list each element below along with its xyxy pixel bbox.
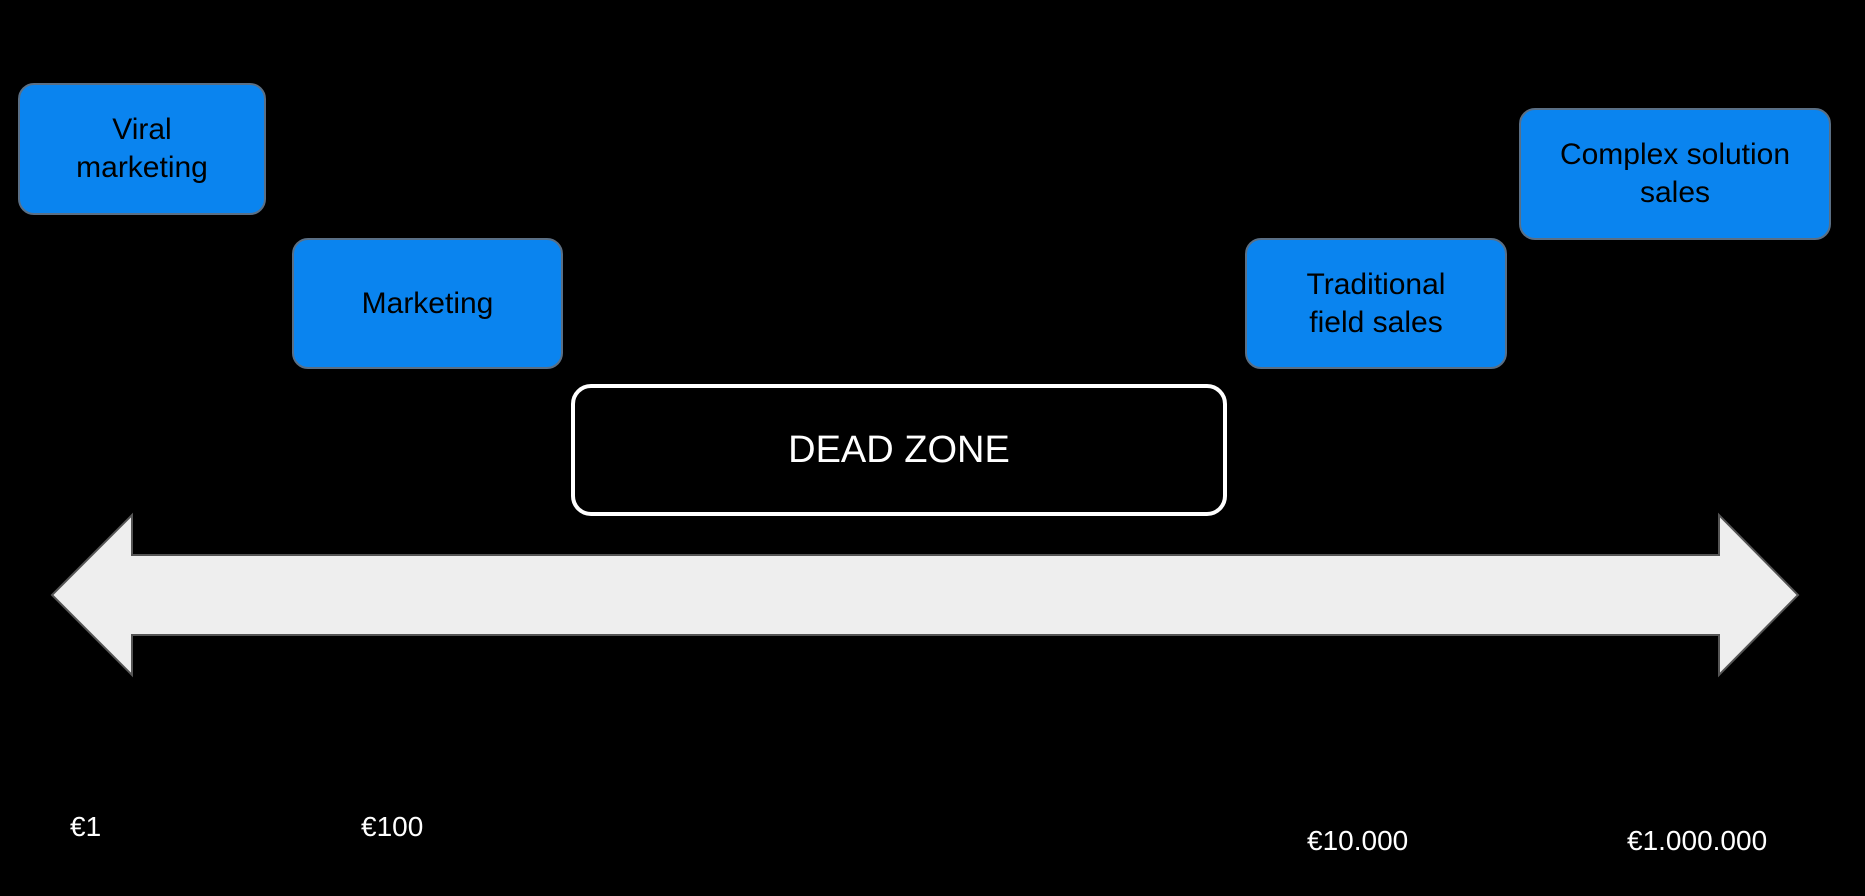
tick-label-1000000: €1.000.000 bbox=[1627, 825, 1768, 856]
tick-label-10000: €10.000 bbox=[1307, 825, 1409, 856]
tick-label-1: €1 bbox=[70, 811, 102, 842]
marketing-box: Marketing bbox=[292, 238, 563, 369]
tick-label-100: €100 bbox=[361, 811, 424, 842]
axis-arrow-shape bbox=[50, 512, 1800, 678]
dead-zone-label: DEAD ZONE bbox=[788, 428, 1010, 471]
viral-marketing-box: Viral marketing bbox=[18, 83, 266, 215]
traditional-field-sales-box: Traditional field sales bbox=[1245, 238, 1507, 369]
complex-solution-sales-box: Complex solution sales bbox=[1519, 108, 1831, 240]
dead-zone-box: DEAD ZONE bbox=[571, 384, 1227, 516]
